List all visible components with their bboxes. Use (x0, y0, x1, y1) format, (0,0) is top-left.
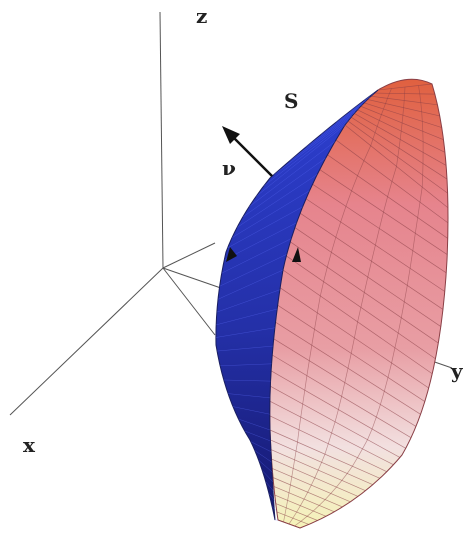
surface-mesh (269, 83, 449, 529)
x-axis-label: x (23, 433, 36, 457)
band-mesh-line (320, 104, 363, 135)
band-mesh-line (255, 124, 346, 197)
y-axis-label: y (450, 359, 463, 383)
surface-label: S (284, 89, 298, 113)
band-mesh-line (289, 112, 356, 162)
band-mesh-line (244, 430, 271, 442)
band-mesh-line (364, 93, 375, 101)
z-axis (159, 11, 164, 269)
projection-line-2 (162, 242, 216, 269)
band-mesh-line (262, 470, 274, 483)
band-mesh (215, 93, 375, 521)
projection-line (162, 267, 216, 336)
band-mesh-line (215, 327, 275, 338)
mesh-line (294, 85, 424, 527)
band-mesh-line (238, 418, 271, 431)
band-mesh-line (273, 116, 352, 176)
band-mesh-line (258, 460, 273, 473)
band-mesh-line (263, 120, 349, 187)
band-mesh-line (221, 238, 292, 274)
band-mesh-line (248, 141, 336, 207)
orientation-arrow-icon (292, 247, 301, 262)
band-mesh-line (224, 222, 297, 261)
z-axis-label: z (196, 4, 207, 28)
band-mesh-line (228, 393, 270, 399)
band-mesh-line (232, 406, 270, 415)
mesh-line (288, 86, 406, 525)
band-mesh-line (219, 254, 287, 287)
x-axis (9, 267, 164, 416)
band-mesh-line (265, 481, 275, 493)
normal-vector (222, 126, 273, 177)
orientation-arrow-icon (226, 247, 237, 262)
band-mesh-line (305, 108, 360, 148)
arrow-icon (222, 126, 240, 144)
band-mesh-line (217, 269, 284, 300)
band-mesh-line (254, 450, 272, 463)
surface-front-band (215, 89, 379, 521)
band-mesh-line (271, 506, 277, 512)
normal-label: ν (222, 156, 236, 180)
band-mesh-line (236, 174, 318, 228)
band-mesh-line (350, 96, 371, 112)
band-mesh-line (223, 379, 271, 382)
band-mesh-line (231, 190, 310, 238)
band-mesh-line (216, 308, 278, 326)
band-mesh-line (220, 363, 272, 367)
band-mesh-line (217, 345, 274, 352)
band-mesh-line (216, 289, 280, 313)
mesh-line (283, 88, 392, 523)
orientation-arrows (226, 247, 301, 262)
band-mesh-line (227, 206, 303, 249)
band-mesh-line (242, 157, 326, 218)
band-mesh-line (268, 493, 276, 502)
band-mesh-line (335, 100, 367, 123)
band-mesh-line (250, 441, 272, 452)
